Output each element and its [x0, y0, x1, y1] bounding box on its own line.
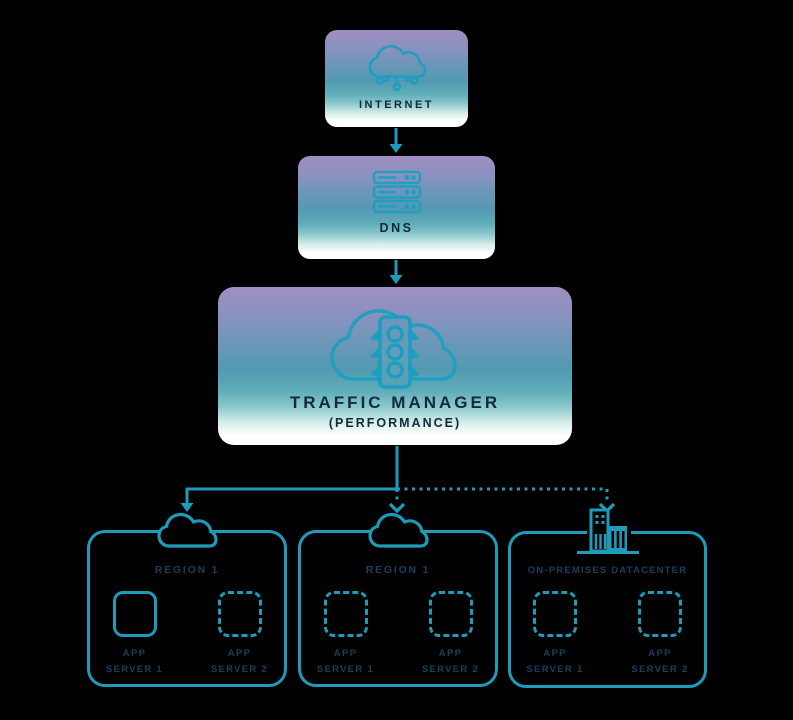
app-server: APP SERVER 2 [418, 591, 484, 677]
node-onprem-datacenter: ON-PREMISES DATACENTER APP SERVER 1 APP … [508, 508, 707, 688]
node-region-left: REGION 1 APP SERVER 1 APP SERVER 2 [87, 512, 287, 687]
arrowhead-dns-tm [389, 275, 403, 284]
region-left-label: REGION 1 [154, 564, 220, 576]
datacenter-building-icon [575, 507, 641, 555]
dns-label: DNS [379, 221, 414, 235]
cloud-icon [155, 509, 219, 553]
server-group: APP SERVER 1 APP SERVER 2 [102, 591, 273, 677]
server-box-dashed [323, 591, 368, 637]
region-middle-label: REGION 1 [365, 564, 431, 576]
edge-tm-onprem [397, 487, 609, 502]
node-dns: DNS [298, 156, 495, 259]
onprem-label: ON-PREMISES DATACENTER [527, 565, 688, 576]
app-server: APP SERVER 1 [522, 591, 588, 677]
server-box-dashed [638, 591, 682, 637]
edge-tm-region-left [185, 487, 397, 503]
app-server: APP SERVER 2 [627, 591, 693, 677]
server-label: APP SERVER 2 [421, 648, 480, 675]
server-label: APP SERVER 1 [316, 648, 375, 675]
server-label: APP SERVER 2 [210, 648, 269, 675]
traffic-manager-subtitle: (PERFORMANCE) [328, 416, 462, 430]
node-region-middle: REGION 1 APP SERVER 1 APP SERVER 2 [298, 512, 498, 687]
server-box-dashed [217, 591, 262, 637]
arrowhead-internet-dns [389, 144, 403, 153]
server-box-dashed [428, 591, 473, 637]
app-server: APP SERVER 1 [102, 591, 168, 677]
server-box-solid [112, 591, 157, 637]
cloud-traffic-signal-icon [320, 295, 470, 391]
server-label: APP SERVER 2 [631, 648, 689, 675]
server-group: APP SERVER 1 APP SERVER 2 [313, 591, 484, 677]
node-internet: INTERNET [325, 30, 468, 127]
internet-label: INTERNET [359, 99, 434, 111]
traffic-manager-title: TRAFFIC MANAGER [289, 393, 501, 412]
app-server: APP SERVER 2 [207, 591, 273, 677]
server-group: APP SERVER 1 APP SERVER 2 [522, 591, 693, 677]
app-server: APP SERVER 1 [313, 591, 379, 677]
server-label: APP SERVER 1 [526, 648, 584, 675]
server-box-dashed [533, 591, 577, 637]
server-label: APP SERVER 1 [105, 648, 164, 675]
node-traffic-manager: TRAFFIC MANAGER (PERFORMANCE) [218, 287, 572, 445]
cloud-network-icon [366, 41, 428, 97]
server-stack-icon [372, 170, 422, 215]
cloud-icon [366, 509, 430, 553]
